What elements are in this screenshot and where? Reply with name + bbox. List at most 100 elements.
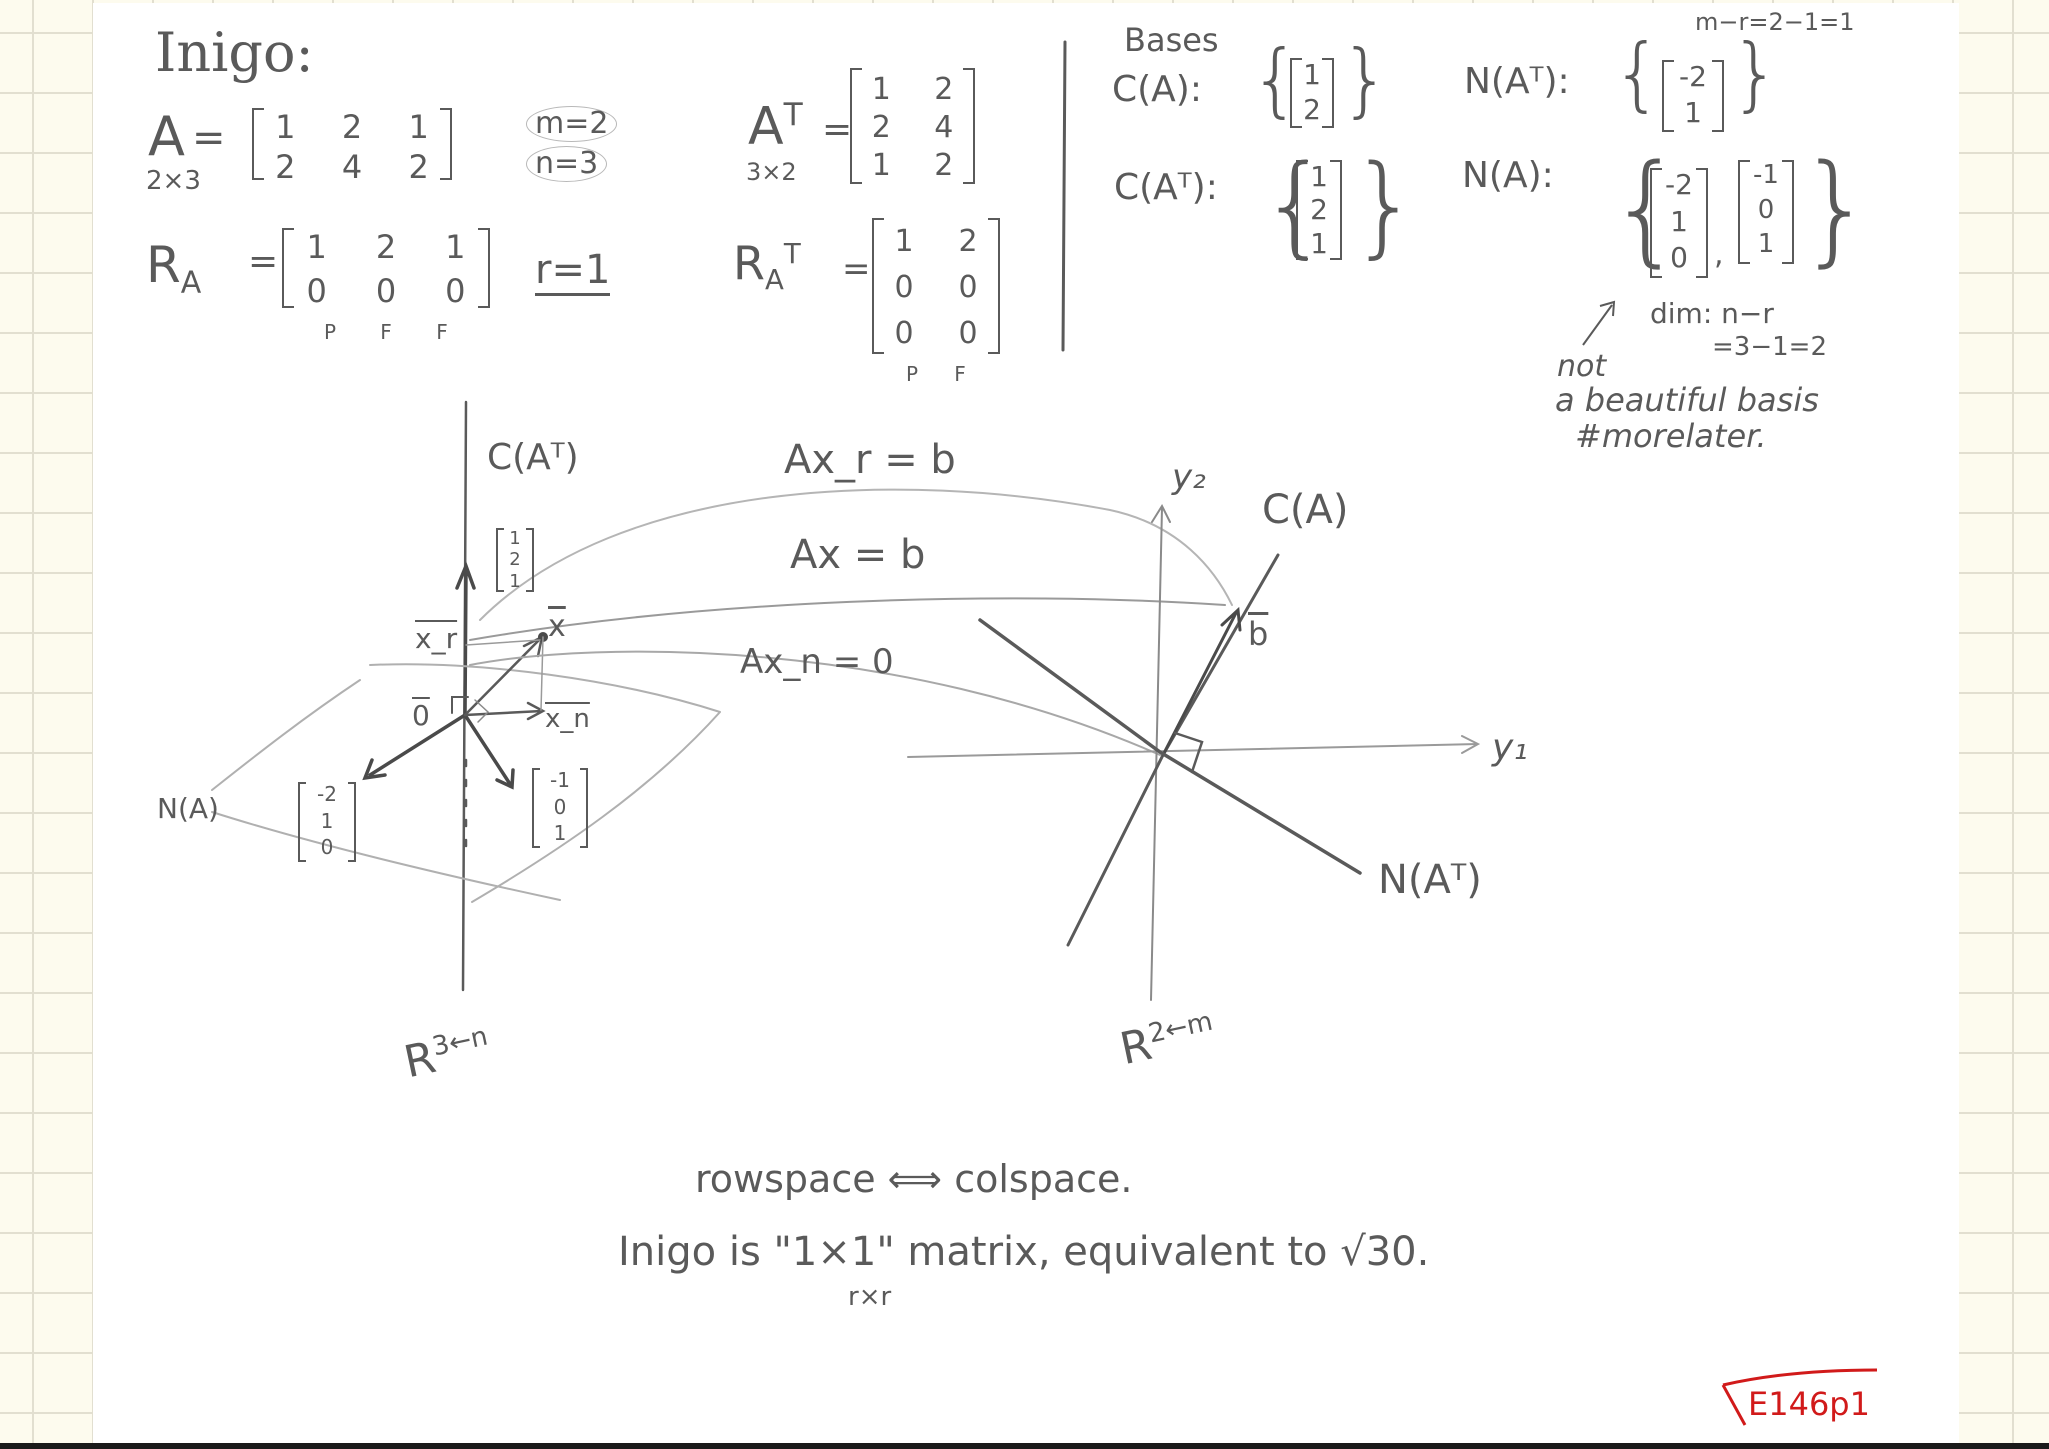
- cell: 2: [275, 148, 296, 186]
- rref-a-equals: =: [248, 241, 279, 282]
- cell: -1: [550, 768, 570, 792]
- matrix-at-equals: =: [822, 109, 853, 150]
- dim-note-2: =3−1=2: [1712, 332, 1827, 362]
- left-null-dim-note: m−r=2−1=1: [1695, 8, 1855, 36]
- matrix-at-sup: T: [783, 97, 803, 133]
- matrix-at-label: AT: [748, 97, 803, 152]
- cell: 1: [275, 108, 296, 146]
- rowspace-basis-label: C(Aᵀ):: [1114, 167, 1218, 208]
- rref-at-pivots: P F: [888, 362, 984, 386]
- cell: 2: [871, 110, 891, 145]
- matrix-a-equals: =: [192, 115, 226, 161]
- brace-right: }: [1798, 140, 1875, 279]
- left-null-basis-vector: -2 1: [1662, 60, 1724, 132]
- rref-at-sub: A: [764, 263, 784, 297]
- cell: 1: [306, 228, 327, 266]
- colspace-basis-label: C(A):: [1112, 69, 1202, 110]
- cell: 2: [958, 224, 978, 259]
- cell: 1: [1757, 229, 1775, 260]
- cell: 1: [509, 528, 521, 549]
- nullspace-label: N(A): [157, 792, 219, 825]
- dim-note-1: dim: n−r: [1650, 297, 1774, 330]
- footer-line-1: rowspace ⟺ colspace.: [695, 1157, 1133, 1201]
- rank-value: r=1: [535, 247, 611, 296]
- cell: -2: [1665, 168, 1693, 201]
- cell: 2: [375, 228, 397, 266]
- cell: 2: [341, 108, 363, 146]
- rank-note: r=1: [535, 247, 611, 296]
- cell: 1: [1310, 226, 1328, 260]
- rref-at-equals: =: [842, 249, 871, 289]
- cell: 0: [306, 272, 327, 310]
- colspace-label: C(A): [1262, 487, 1349, 533]
- cell: 2: [934, 72, 954, 107]
- cell: 2: [1303, 93, 1321, 126]
- rref-at-letter: R: [733, 236, 765, 291]
- eq-full: Ax = b: [790, 532, 926, 578]
- cell: 0: [375, 272, 397, 310]
- brace-right: }: [1730, 27, 1781, 120]
- page-bottom-edge: [0, 1443, 2049, 1449]
- footer-line-2: Inigo is "1×1" matrix, equivalent to √30…: [618, 1229, 1430, 1275]
- brace-left: {: [1612, 27, 1663, 120]
- cell: 0: [1670, 241, 1688, 275]
- page-tag: E146p1: [1748, 1385, 1870, 1423]
- eq-row: Ax_r = b: [784, 437, 956, 483]
- left-null-basis-label: N(Aᵀ):: [1464, 61, 1570, 102]
- remark-3: #morelater.: [1575, 417, 1767, 455]
- pivot-label: F: [436, 320, 448, 344]
- cell: 1: [320, 808, 334, 833]
- matrix-a-label: A: [148, 105, 185, 168]
- rref-a-pivots: P F F: [302, 320, 470, 344]
- null-basis-label: N(A):: [1462, 155, 1554, 196]
- cell: 1: [1310, 160, 1328, 193]
- eq-null: Ax_n = 0: [740, 642, 894, 682]
- left-null-line: [978, 618, 1362, 875]
- null-basis-vector-1: -2 1 0: [1650, 168, 1708, 278]
- cell: 0: [958, 270, 978, 305]
- remark-2: a beautiful basis: [1555, 381, 1819, 419]
- matrix-a: 1 2 1 2 4 2: [252, 108, 452, 186]
- null-vec-1-diagram: -2 1 0: [298, 782, 356, 862]
- y2-label: y₂: [1172, 457, 1206, 497]
- cell: 0: [553, 794, 567, 819]
- brace-left: {: [1260, 141, 1330, 269]
- matrix-a-dims: 2×3: [146, 166, 201, 196]
- matrix-at: 1 2 2 4 1 2: [850, 68, 975, 184]
- cell: -1: [1753, 160, 1779, 190]
- map-curve-null: [469, 650, 1161, 756]
- cell: 1: [509, 570, 521, 592]
- cell: 1: [894, 224, 914, 259]
- rref-a-sub: A: [180, 265, 202, 301]
- map-curve-row: [479, 488, 1233, 621]
- rowspace-basis-vector-diagram: 1 2 1: [496, 528, 534, 592]
- nullspace-plane: [211, 663, 721, 903]
- notebook-page: [93, 3, 1959, 1443]
- x-n-label: x_n: [545, 704, 590, 734]
- cell: 1: [871, 72, 891, 107]
- colspace-basis-vector: 1 2: [1290, 58, 1334, 128]
- brace-left: {: [1608, 140, 1685, 279]
- rref-a-letter: R: [146, 236, 181, 294]
- cell: 1: [1303, 58, 1321, 91]
- pivot-label: P: [905, 362, 919, 386]
- footer-sub: r×r: [848, 1282, 892, 1312]
- pivot-label: P: [323, 320, 337, 344]
- cell: 1: [871, 148, 891, 183]
- cell: 2: [934, 148, 954, 183]
- cell: 0: [894, 270, 914, 305]
- comma: ,: [1714, 237, 1724, 272]
- cell: 1: [445, 228, 466, 266]
- brace-right: }: [1350, 141, 1420, 269]
- b-vector-label: b: [1248, 615, 1269, 653]
- x-label: x: [548, 609, 566, 644]
- rowspace-axis-label: C(Aᵀ): [487, 437, 579, 478]
- x-r-label: x_r: [415, 622, 458, 655]
- brace-left: {: [1250, 33, 1301, 126]
- cell: 2: [408, 148, 429, 186]
- cell: 1: [553, 821, 567, 846]
- cell: 0: [894, 316, 914, 351]
- null-vec-2-diagram: -1 0 1: [532, 768, 588, 848]
